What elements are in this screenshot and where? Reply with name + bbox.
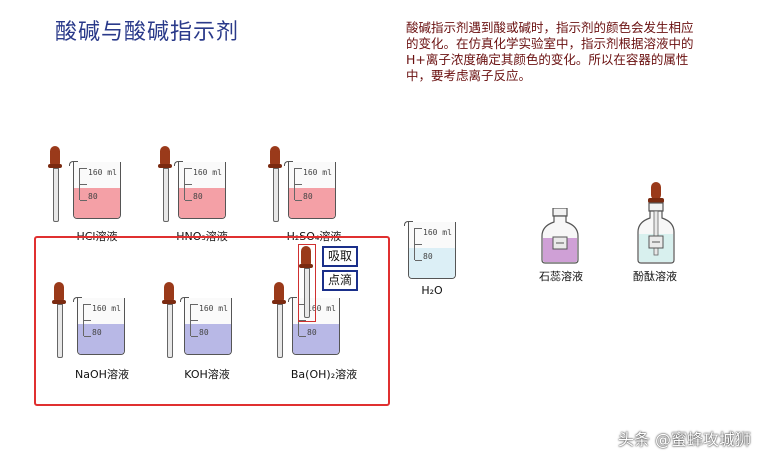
beaker-h2so4[interactable]: 160 ml 80 — [284, 161, 338, 220]
dropper-bulb — [301, 246, 311, 266]
dropper-selected[interactable] — [299, 246, 313, 326]
dropper-bulb — [270, 146, 280, 166]
dropper-bulb — [50, 146, 60, 166]
selected-dropper-frame — [298, 244, 316, 322]
description-text: 酸碱指示剂遇到酸或碱时，指示剂的颜色会发生相应的变化。在仿真化学实验室中，指示剂… — [406, 20, 694, 83]
dropper-bulb — [160, 146, 170, 166]
label-baoh2: Ba(OH)₂溶液 — [290, 368, 358, 381]
beaker-mark-high: 160 ml — [303, 168, 332, 177]
beaker-mark-low: 80 — [199, 328, 209, 337]
dropper-bulb — [274, 282, 284, 302]
label-litmus: 石蕊溶液 — [539, 270, 583, 283]
beaker-naoh[interactable]: 160 ml 80 — [73, 297, 127, 356]
dropper-hno3[interactable] — [158, 146, 172, 226]
dropper-bulb — [164, 282, 174, 302]
beaker-mark-low: 80 — [423, 252, 433, 261]
beaker-mark-low: 80 — [303, 192, 313, 201]
beaker-mark-high: 160 ml — [307, 304, 336, 313]
bottle-phenolphthalein[interactable] — [636, 182, 676, 264]
draw-button[interactable]: 吸取 — [322, 246, 358, 267]
beaker-mark-high: 160 ml — [92, 304, 121, 313]
dropper-naoh[interactable] — [52, 282, 66, 362]
beaker-water[interactable]: 160 ml 80 — [404, 221, 458, 280]
beaker-hno3[interactable]: 160 ml 80 — [174, 161, 228, 220]
beaker-mark-low: 80 — [193, 192, 203, 201]
dropper-baoh2[interactable] — [272, 282, 286, 362]
beaker-mark-high: 160 ml — [199, 304, 228, 313]
watermark: 头条 @蜜蜂攻城狮 — [617, 430, 751, 449]
label-naoh: NaOH溶液 — [75, 368, 129, 381]
beaker-mark-low: 80 — [88, 192, 98, 201]
beaker-hcl[interactable]: 160 ml 80 — [69, 161, 123, 220]
dropper-hcl[interactable] — [48, 146, 62, 226]
bottle-litmus[interactable] — [540, 207, 580, 264]
label-water: H₂O — [421, 284, 443, 297]
dropper-bulb — [54, 282, 64, 302]
page-title: 酸碱与酸碱指示剂 — [55, 20, 240, 45]
dropper-h2so4[interactable] — [268, 146, 282, 226]
beaker-mark-high: 160 ml — [88, 168, 117, 177]
beaker-mark-low: 80 — [307, 328, 317, 337]
beaker-mark-high: 160 ml — [423, 228, 452, 237]
beaker-koh[interactable]: 160 ml 80 — [180, 297, 234, 356]
base-group-highlight — [34, 236, 390, 406]
beaker-mark-high: 160 ml — [193, 168, 222, 177]
dropper-koh[interactable] — [162, 282, 176, 362]
drip-button[interactable]: 点滴 — [322, 270, 358, 291]
label-phenolphthalein: 酚酞溶液 — [633, 270, 677, 283]
label-koh: KOH溶液 — [184, 368, 230, 381]
beaker-mark-low: 80 — [92, 328, 102, 337]
